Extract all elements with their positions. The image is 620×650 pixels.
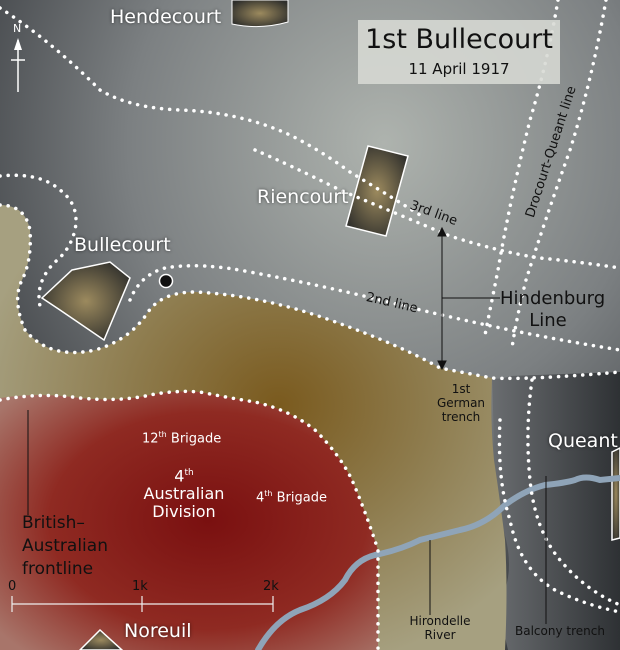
- scale-label-2k: 2k: [263, 579, 279, 594]
- first-trench-label-line3: trench: [441, 410, 481, 424]
- hindenburg-label-line1: Hindenburg: [500, 288, 606, 309]
- bullecourt-outer-trench: [0, 173, 78, 308]
- division-label-line3: Division: [152, 502, 216, 522]
- scale-bar: [11, 596, 274, 612]
- noreuil-village: [78, 628, 124, 650]
- division-label: 4th Australian Division: [130, 464, 238, 521]
- town-riencourt: Riencourt: [257, 186, 349, 208]
- first-trench-label-line2: German: [436, 396, 486, 410]
- river-label-line1: Hirondelle: [409, 614, 471, 628]
- queant-village: [611, 447, 620, 541]
- map-date: 11 April 1917: [408, 60, 510, 78]
- scale-label-1k: 1k: [132, 579, 148, 594]
- river-label-line2: River: [424, 628, 456, 642]
- north-arrow-icon: [11, 38, 25, 92]
- first-german-trench-label: 1st German trench: [432, 382, 490, 424]
- hindenburg-line-label: Hindenburg Line: [500, 288, 606, 332]
- bullecourt-village: [40, 261, 131, 342]
- title-box: 1st Bullecourt 11 April 1917: [358, 20, 560, 84]
- pointer-lines: [27, 226, 547, 624]
- brigade-4-label: 4th Brigade: [256, 489, 327, 506]
- map-title: 1st Bullecourt: [365, 24, 553, 55]
- drocourt-queant-line-b: [510, 0, 608, 350]
- british-australian-frontline: [0, 389, 380, 650]
- north-label: N: [13, 22, 22, 35]
- hendecourt-village: [231, 0, 289, 28]
- town-noreuil: Noreuil: [124, 620, 192, 642]
- balcony-trench-b: [497, 418, 620, 614]
- riencourt-village: [345, 145, 409, 237]
- town-bullecourt: Bullecourt: [74, 234, 171, 256]
- hindenburg-label-line2: Line: [529, 310, 567, 331]
- brigade-12-label: 12th Brigade: [142, 430, 222, 447]
- second-line: [128, 264, 620, 352]
- arrow-down-icon: [437, 360, 447, 371]
- first-trench-label-line1: 1st: [451, 382, 471, 396]
- frontline-label-line2: Australian: [22, 536, 108, 556]
- division-label-line2: Australian: [143, 484, 225, 504]
- balcony-trench-a: [526, 378, 620, 607]
- scale-label-0: 0: [8, 579, 17, 594]
- town-hendecourt: Hendecourt: [110, 6, 222, 28]
- frontline-label-line3: frontline: [22, 559, 94, 579]
- balcony-trench-label: Balcony trench: [515, 624, 605, 638]
- arrow-up-icon: [437, 226, 447, 237]
- northern-trench: [0, 6, 422, 217]
- black-dot-icon: [158, 273, 174, 289]
- frontline-label: British– Australian frontline: [22, 512, 108, 581]
- third-line: [253, 148, 620, 270]
- hirondelle-river: [255, 474, 620, 650]
- division-label-line1: 4th: [174, 466, 194, 486]
- british-australian-area: [0, 391, 378, 650]
- river-label: Hirondelle River: [404, 614, 476, 642]
- frontline-label-line1: British–: [22, 513, 85, 533]
- queant-sector: [492, 372, 620, 650]
- town-queant: Queant: [548, 430, 618, 452]
